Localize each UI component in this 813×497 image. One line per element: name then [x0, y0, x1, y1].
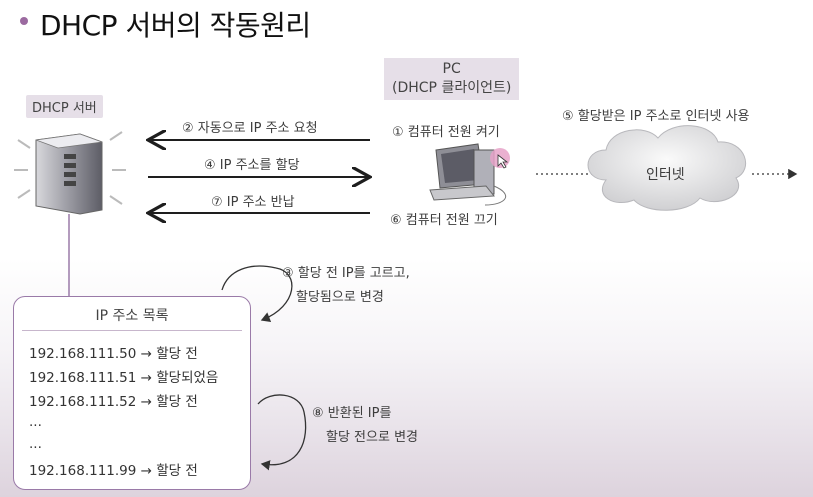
- step-8-label-line1: ⑧ 반환된 IP를: [312, 406, 392, 421]
- step-8-label-line2: 할당 전으로 변경: [326, 430, 418, 445]
- internet-cloud-icon: [587, 125, 747, 211]
- list-item: 192.168.111.52 → 할당 전: [29, 394, 198, 410]
- list-item: 192.168.111.51 → 할당되었음: [29, 370, 219, 386]
- step-2-label: ② 자동으로 IP 주소 요청: [182, 121, 318, 136]
- pc-label-line2: (DHCP 클라이언트): [392, 80, 512, 96]
- server-icon: [14, 131, 126, 215]
- pc-label-line1: PC: [442, 61, 461, 77]
- step-4-label: ④ IP 주소를 할당: [204, 158, 300, 173]
- step-3-label-line1: ③ 할당 전 IP를 고르고,: [282, 266, 410, 281]
- ip-list-divider: [22, 330, 242, 331]
- step-3-label-line2: 할당됨으로 변경: [296, 290, 384, 305]
- list-item: 192.168.111.99 → 할당 전: [29, 463, 198, 479]
- pc-label: PC (DHCP 클라이언트): [384, 58, 520, 100]
- ip-address-list: IP 주소 목록 192.168.111.50 → 할당 전 192.168.1…: [13, 296, 251, 490]
- ip-list-header: IP 주소 목록: [95, 308, 169, 324]
- step-6-label: ⑥ 컴퓨터 전원 끄기: [390, 213, 498, 228]
- list-item: ...: [29, 414, 42, 430]
- step-7-label: ⑦ IP 주소 반납: [211, 195, 295, 210]
- curve-step3-top: [221, 265, 277, 291]
- curve-step3: [260, 267, 293, 323]
- list-item: ...: [29, 436, 42, 452]
- step-1-label: ① 컴퓨터 전원 켜기: [392, 125, 500, 140]
- curve-step8: [257, 394, 307, 471]
- title-bullet: [20, 17, 28, 25]
- step-5-label: ⑤ 할당받은 IP 주소로 인터넷 사용: [562, 109, 750, 124]
- pc-icon: [429, 143, 510, 206]
- internet-label: 인터넷: [646, 167, 685, 183]
- server-label: DHCP 서버: [26, 95, 103, 118]
- page-title: DHCP 서버의 작동원리: [40, 9, 311, 42]
- list-item: 192.168.111.50 → 할당 전: [29, 346, 198, 362]
